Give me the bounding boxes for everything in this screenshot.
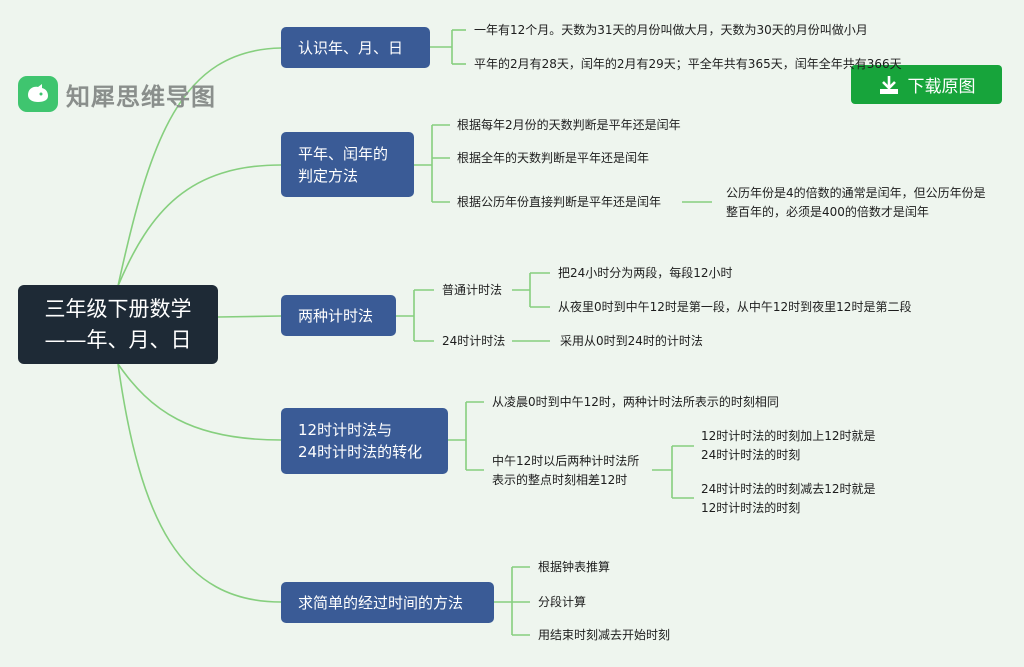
watermark-brand: 知犀思维导图 [66,82,216,111]
root-node[interactable]: 三年级下册数学 ——年、月、日 [18,285,218,364]
branch-label-line2: 24时计时法的转化 [298,443,423,461]
leaf-line: 24时计时法的时刻 [701,448,801,462]
leaf-line: 表示的整点时刻相差12时 [492,473,628,487]
leaf-node: 把24小时分为两段，每段12小时 [558,266,733,280]
branch-label-line1: 12时计时法与 [298,421,393,439]
download-icon [879,75,898,94]
download-button[interactable]: 下载原图 [851,65,1002,104]
leaf-node: 根据每年2月份的天数判断是平年还是闰年 [457,118,681,132]
branch-node-leap-year[interactable]: 平年、闰年的 判定方法 [281,132,414,197]
branch-node-elapsed-time[interactable]: 求简单的经过时间的方法 [281,582,494,623]
leaf-node: 根据全年的天数判断是平年还是闰年 [457,151,650,165]
leaf-line: 12时计时法的时刻加上12时就是 [701,429,876,443]
branch-label: 求简单的经过时间的方法 [298,593,464,612]
leaf-line: 公历年份是4的倍数的通常是闰年，但公历年份是 [726,186,986,200]
leaf-node-rule: 公历年份是4的倍数的通常是闰年，但公历年份是 整百年的，必须是400的倍数才是闰… [726,184,986,222]
root-title-line1: 三年级下册数学 [44,296,192,321]
leaf-node: 一年有12个月。天数为31天的月份叫做大月，天数为30天的月份叫做小月 [474,23,868,37]
leaf-line: 12时计时法的时刻 [701,501,801,515]
leaf-node: 根据钟表推算 [538,560,611,574]
watermark-logo: 知犀思维导图 [18,76,216,112]
branch-node-conversion[interactable]: 12时计时法与 24时计时法的转化 [281,408,448,474]
leaf-node: 分段计算 [538,595,587,609]
leaf-node: 24时计时法 [442,334,506,348]
leaf-node-subtract-12: 24时计时法的时刻减去12时就是 12时计时法的时刻 [701,480,876,518]
download-button-label: 下载原图 [907,77,976,97]
leaf-node: 平年的2月有28天，闰年的2月有29天；平全年共有365天，闰年全年共有366天 [474,57,902,71]
branch-label-line1: 平年、闰年的 [298,144,389,163]
leaf-node-add-12: 12时计时法的时刻加上12时就是 24时计时法的时刻 [701,427,876,465]
root-title-line2: ——年、月、日 [44,327,192,352]
leaf-line: 整百年的，必须是400的倍数才是闰年 [726,205,929,219]
rhino-logo-icon [18,76,58,112]
leaf-line: 中午12时以后两种计时法所 [492,454,640,468]
leaf-node: 根据公历年份直接判断是平年还是闰年 [457,195,662,209]
leaf-node: 从凌晨0时到中午12时，两种计时法所表示的时刻相同 [492,395,779,409]
leaf-line: 24时计时法的时刻减去12时就是 [701,482,876,496]
branch-node-recognize[interactable]: 认识年、月、日 [281,27,430,68]
leaf-node: 普通计时法 [442,283,503,297]
leaf-node: 从夜里0时到中午12时是第一段，从中午12时到夜里12时是第二段 [558,300,912,314]
branch-label: 认识年、月、日 [298,38,404,57]
branch-label: 两种计时法 [298,306,374,325]
leaf-node: 用结束时刻减去开始时刻 [538,628,671,642]
leaf-node-difference: 中午12时以后两种计时法所 表示的整点时刻相差12时 [492,452,639,490]
branch-label-line2: 判定方法 [298,166,359,185]
branch-node-timekeeping[interactable]: 两种计时法 [281,295,396,336]
leaf-node: 采用从0时到24时的计时法 [560,334,703,348]
